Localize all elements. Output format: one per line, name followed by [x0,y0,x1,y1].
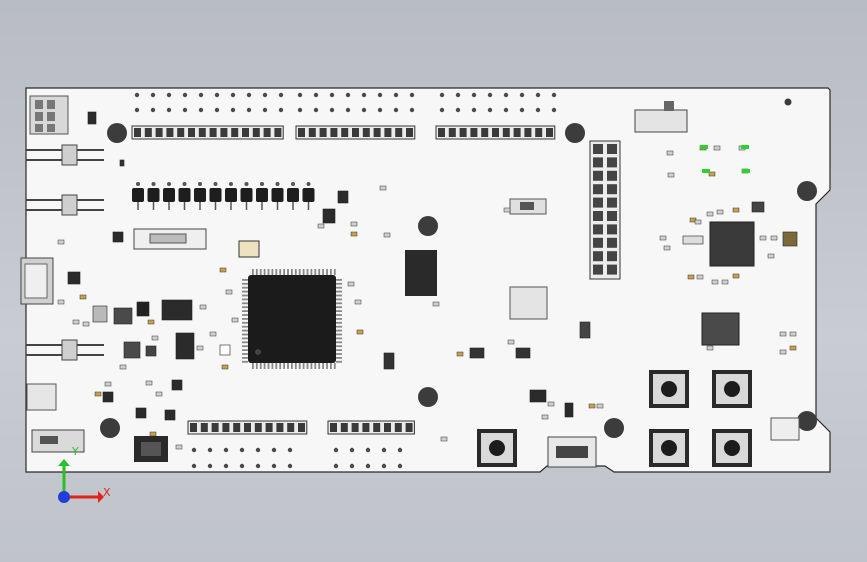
side-pin-headers [26,144,104,361]
tactile-buttons [477,370,752,467]
left-connectors [20,95,85,453]
axis-triad: X Y [58,445,111,503]
axis-x-label: X [103,486,111,499]
smd-components [57,111,798,450]
header-pin-dots-bottom [191,447,403,469]
female-headers [131,125,556,435]
main-mcu [248,275,336,363]
misc-connectors [133,101,800,468]
vertical-pin-header [589,140,621,280]
mounting-holes [100,98,817,438]
axis-y-label: Y [71,445,79,458]
mcu-leads [242,269,342,369]
header-pin-dots-top [134,92,557,113]
right-ics [701,221,755,346]
